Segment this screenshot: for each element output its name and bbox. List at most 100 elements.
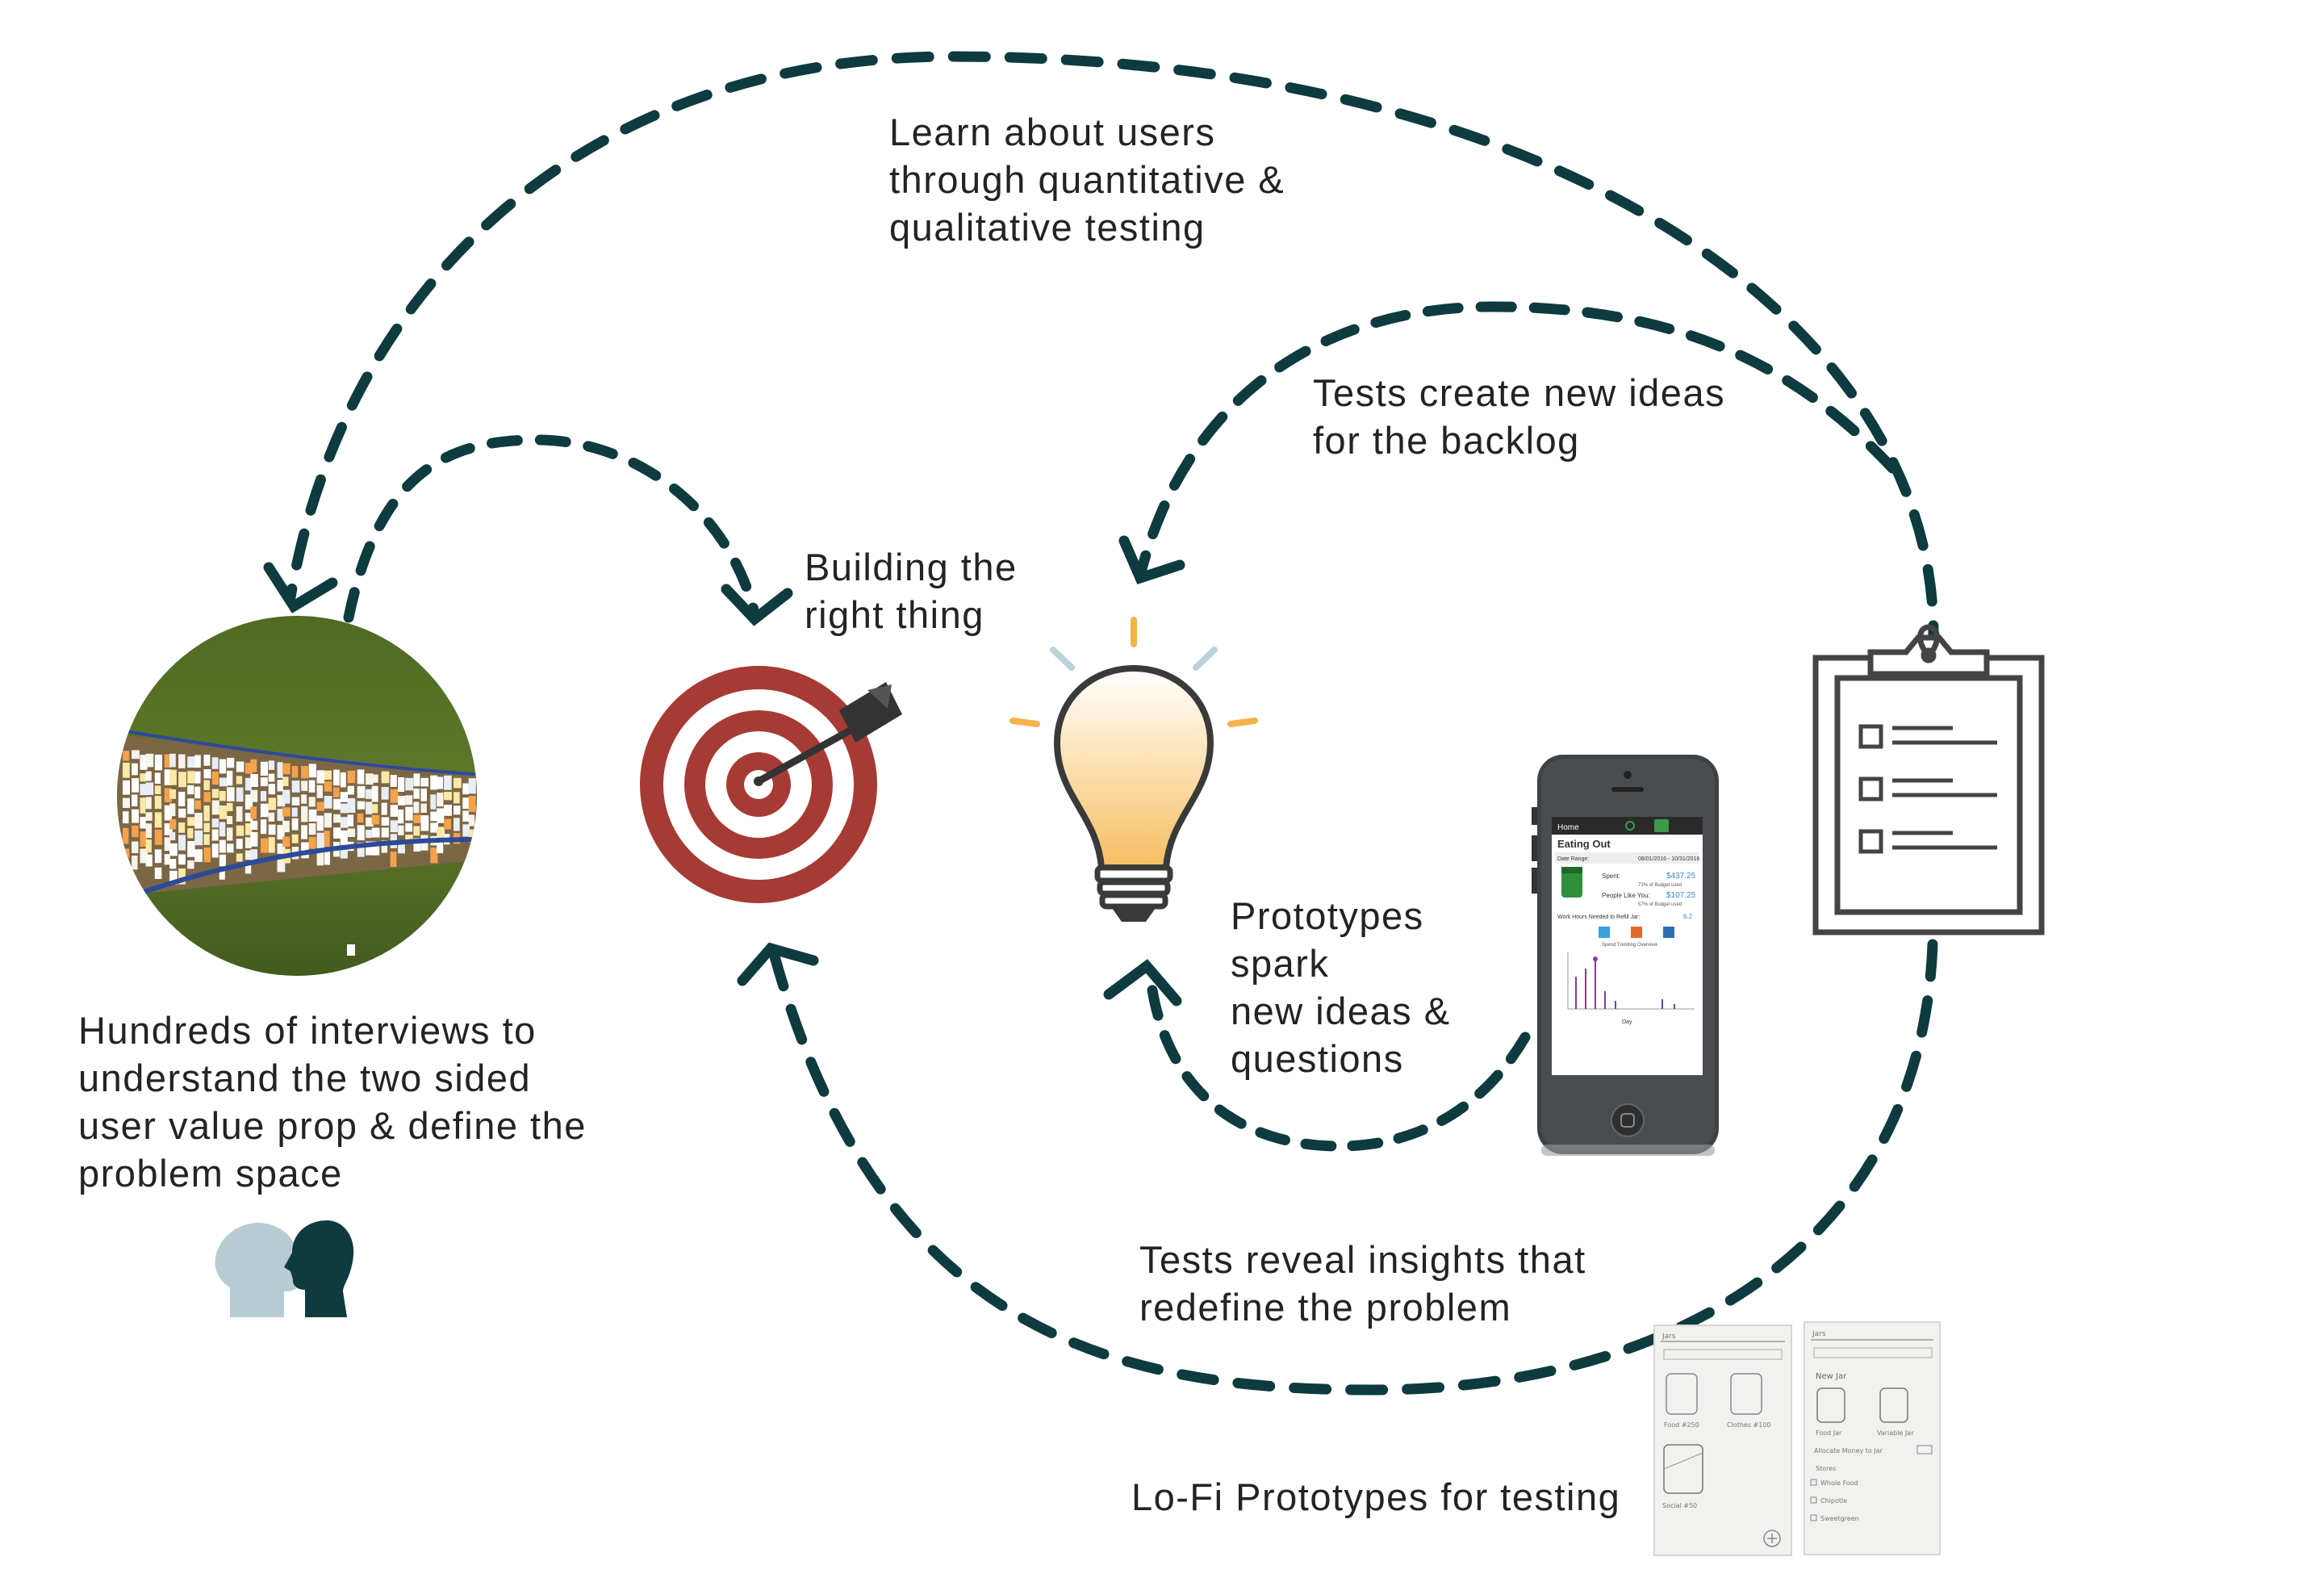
sticky-note <box>462 824 470 837</box>
sticky-note <box>437 808 445 823</box>
sticky-note <box>227 802 233 811</box>
sticky-note <box>308 809 317 822</box>
sticky-note <box>178 772 186 788</box>
sticky-note <box>132 794 138 806</box>
sticky-note <box>194 849 203 862</box>
sticky-note <box>219 854 226 867</box>
sticky-note <box>132 750 140 760</box>
arrow-learn-users-head <box>263 562 338 613</box>
sticky-note <box>260 803 269 818</box>
sticky-note <box>462 783 469 795</box>
sticky-note <box>462 797 470 810</box>
sticky-note <box>219 805 228 819</box>
label-prototypes-spark: Prototypes spark new ideas & questions <box>1231 892 1451 1082</box>
sticky-note <box>268 797 276 810</box>
phone-nav-home: Home <box>1557 823 1579 832</box>
sketch-left-header: Jars <box>1661 1333 1676 1341</box>
sticky-note <box>164 854 170 865</box>
sticky-note <box>260 777 268 787</box>
sticky-note <box>291 807 298 817</box>
sticky-note <box>477 811 483 823</box>
sticky-note <box>282 763 290 775</box>
sticky-note <box>154 812 162 828</box>
sticky-note <box>277 843 286 854</box>
label-line: Prototypes <box>1231 894 1424 937</box>
sticky-note <box>405 822 413 832</box>
sticky-note <box>324 831 330 848</box>
sticky-note <box>219 777 228 787</box>
label-line: through quantitative & <box>889 158 1285 201</box>
sticky-note <box>347 797 356 813</box>
phone-spent-label: Spent: <box>1602 873 1620 880</box>
sticky-note <box>301 842 309 859</box>
sticky-note <box>366 801 373 814</box>
arrow-tests-reveal <box>769 939 1938 1396</box>
phone-people-label: People Like You: <box>1602 892 1650 899</box>
phone-screen-title: Eating Out <box>1557 838 1611 850</box>
sticky-note <box>333 798 341 810</box>
sticky-note <box>485 780 492 789</box>
label-tests-reveal-insights: Tests reveal insights that redefine the … <box>1139 1236 1586 1331</box>
sticky-note <box>340 792 348 802</box>
sticky-note <box>340 849 348 859</box>
sticky-note <box>381 827 389 838</box>
sticky-note <box>236 853 243 862</box>
wall-of-sticky-notes-photo <box>117 616 492 976</box>
sticky-note <box>381 817 390 826</box>
label-line: Tests create new ideas <box>1313 371 1726 414</box>
sticky-note <box>324 813 332 828</box>
sticky-note <box>132 841 139 853</box>
sticky-note <box>437 841 444 853</box>
sticky-note <box>340 803 348 814</box>
sticky-note <box>282 820 290 833</box>
sticky-note <box>132 825 139 838</box>
phone-date-value: 08/01/2016 - 10/31/2016 <box>1638 856 1699 862</box>
sticky-note <box>277 794 286 807</box>
sticky-note <box>366 817 374 827</box>
sticky-note <box>485 831 491 843</box>
phone-chart-xlabel: Day <box>1622 1019 1632 1025</box>
sticky-note <box>268 812 275 822</box>
sticky-note <box>187 756 195 768</box>
sticky-note <box>324 770 332 780</box>
sticky-note <box>236 839 243 849</box>
label-line: Lo-Fi Prototypes for testing <box>1131 1475 1621 1518</box>
sticky-note <box>390 820 398 833</box>
sticky-note <box>236 806 243 822</box>
sticky-note <box>169 859 177 869</box>
sticky-note <box>227 827 233 841</box>
sticky-note <box>357 843 365 857</box>
sticky-note <box>178 868 186 885</box>
label-line: Learn about users <box>889 111 1216 153</box>
sticky-note <box>398 839 405 854</box>
sticky-note <box>245 850 252 860</box>
sticky-note <box>123 797 130 808</box>
sticky-note <box>227 757 235 768</box>
sticky-note <box>154 829 162 845</box>
sticky-note <box>405 835 413 843</box>
sticky-note <box>194 830 203 846</box>
sticky-note <box>145 812 153 821</box>
sticky-note <box>169 769 177 785</box>
sticky-note <box>357 825 365 841</box>
sticky-note <box>236 776 243 785</box>
sticky-note <box>245 794 253 810</box>
label-line: qualitative testing <box>889 206 1206 249</box>
sticky-note <box>145 854 153 867</box>
sticky-note <box>291 834 299 843</box>
sticky-note <box>260 761 268 776</box>
sticky-note <box>437 827 445 838</box>
sticky-note <box>140 831 148 847</box>
sticky-note <box>250 789 258 802</box>
label-building-right-thing: Building the right thing <box>805 543 1018 638</box>
sticky-note <box>301 806 308 822</box>
sketch-right-item3: Sweetgreen <box>1820 1515 1859 1522</box>
smartphone-icon: Home Eating Out Date Range: 08/01/2016 -… <box>1532 755 1719 1156</box>
arrow-tests-create-ideas-head <box>1118 535 1185 585</box>
sticky-note <box>357 785 366 798</box>
sticky-note <box>316 785 323 798</box>
sticky-note <box>236 761 245 772</box>
sticky-note <box>430 811 438 822</box>
sticky-note <box>347 814 354 827</box>
sticky-note <box>169 753 176 768</box>
